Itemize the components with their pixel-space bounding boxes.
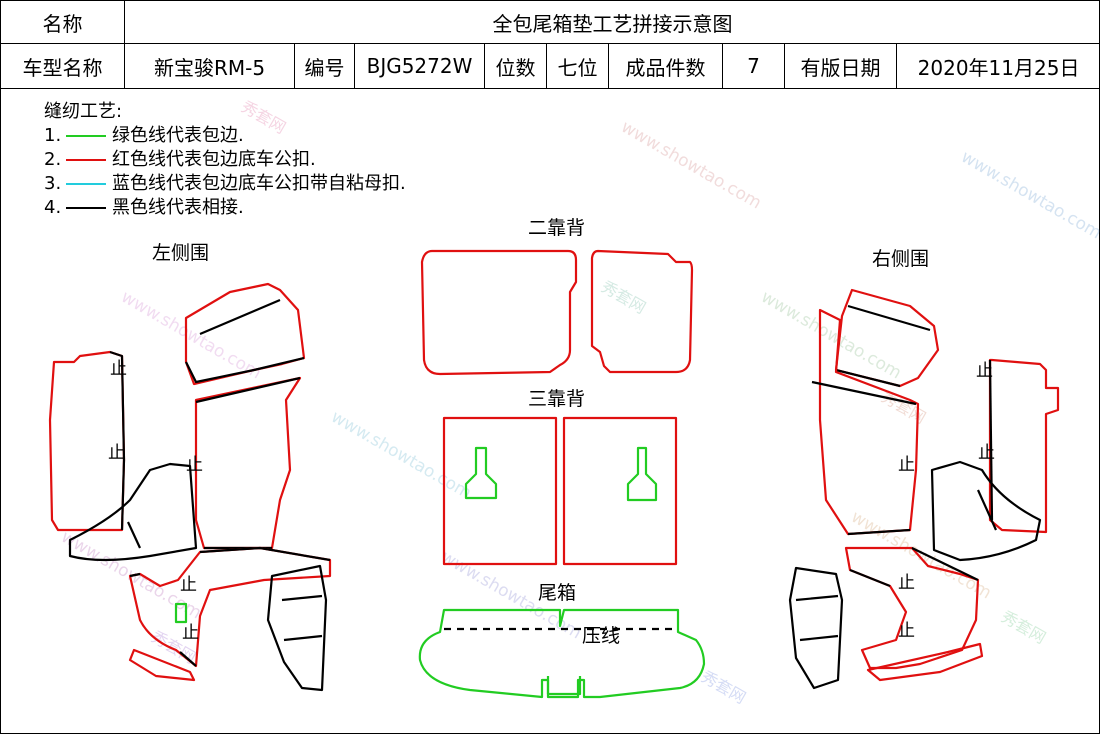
legend-item-red: 2. 红色线代表包边底车公扣. <box>44 149 316 170</box>
right-side-piece-back <box>988 358 1060 534</box>
watermark-url: www.showtao.com <box>958 147 1100 244</box>
watermark-brand: 秀套网 <box>998 607 1049 647</box>
seats-label: 位数 <box>484 43 547 89</box>
third-backrest-right-slot <box>626 446 658 502</box>
watermark-url: www.showtao.com <box>118 287 265 384</box>
watermark-brand: 秀套网 <box>878 387 929 427</box>
right-side-piece-fender <box>788 566 844 690</box>
left-side-piece-arch <box>68 462 198 562</box>
stop-mark: 止 <box>898 455 915 475</box>
green-line-swatch <box>66 135 106 137</box>
red-line-swatch <box>66 159 106 161</box>
watermark-brand: 秀套网 <box>598 277 649 317</box>
legend-item-black: 4. 黑色线代表相接. <box>44 197 244 218</box>
black-line-swatch <box>66 207 106 209</box>
right-side-piece-strip <box>866 642 984 682</box>
left-side-piece-mid <box>194 376 302 550</box>
left-side-piece-strip <box>128 648 196 682</box>
document-title: 全包尾箱垫工艺拼接示意图 <box>123 0 1100 44</box>
legend-item-blue: 3. 蓝色线代表包边底车公扣带自粘母扣. <box>44 173 406 194</box>
stop-mark: 止 <box>180 575 197 595</box>
count-value: 7 <box>722 43 785 89</box>
trunk-label: 尾箱 <box>538 582 577 604</box>
watermark: www.showtao.com www.showtao.com www.show… <box>58 97 1100 707</box>
left-side-pieces <box>48 282 332 692</box>
watermark-brand: 秀套网 <box>238 97 289 137</box>
left-side-piece-fender <box>266 564 328 692</box>
left-side-label: 左侧围 <box>152 242 210 264</box>
second-backrest-left-panel <box>420 249 578 376</box>
right-side-piece-lower <box>844 546 980 670</box>
code-value: BJG5272W <box>354 43 485 89</box>
model-label: 车型名称 <box>0 43 125 89</box>
right-side-piece-mid <box>818 308 920 536</box>
count-label: 成品件数 <box>608 43 723 89</box>
left-side-green-slot <box>174 602 188 624</box>
legend-item-green: 1. 绿色线代表包边. <box>44 125 244 146</box>
stop-marks: 止 止 止 止 止 止 止 止 止 止 <box>108 359 995 643</box>
seats-value: 七位 <box>546 43 609 89</box>
trunk-inner-tab <box>546 676 582 696</box>
third-backrest-right-panel <box>562 416 678 566</box>
watermark-url: www.showtao.com <box>758 287 905 384</box>
press-line-label: 压线 <box>580 621 623 648</box>
right-side-piece-arch <box>930 460 1042 562</box>
watermark-brand: 秀套网 <box>698 667 749 707</box>
date-value: 2020年11月25日 <box>895 43 1100 89</box>
model-value: 新宝骏RM-5 <box>124 43 295 89</box>
right-side-label: 右侧围 <box>872 248 930 270</box>
watermark-url: www.showtao.com <box>328 407 475 504</box>
third-backrest-left-panel <box>442 416 558 566</box>
stop-mark: 止 <box>108 443 125 463</box>
stop-mark: 止 <box>898 573 915 593</box>
third-backrest-label: 三靠背 <box>528 388 586 410</box>
sewing-legend: 缝纫工艺: 1. 绿色线代表包边. 2. 红色线代表包边底车公扣. 3. 蓝色线… <box>44 100 406 220</box>
watermark-url: www.showtao.com <box>618 117 765 214</box>
stop-mark: 止 <box>186 455 203 475</box>
blue-line-swatch <box>66 183 106 185</box>
trunk-mat-outline <box>418 608 706 699</box>
stop-mark: 止 <box>976 361 993 381</box>
second-backrest-label: 二靠背 <box>528 217 586 239</box>
code-label: 编号 <box>294 43 355 89</box>
stop-mark: 止 <box>978 443 995 463</box>
right-side-pieces <box>788 288 1060 690</box>
date-label: 有版日期 <box>784 43 897 89</box>
stop-mark: 止 <box>898 621 915 641</box>
stop-mark: 止 <box>110 359 127 379</box>
third-backrest-left-slot <box>464 446 498 500</box>
title-block: 名称 全包尾箱垫工艺拼接示意图 车型名称 新宝骏RM-5 编号 BJG5272W… <box>0 0 1100 89</box>
legend-title: 缝纫工艺: <box>44 101 123 122</box>
second-backrest-right-panel <box>590 249 694 374</box>
watermark-url: www.showtao.com <box>848 507 995 604</box>
stop-mark: 止 <box>182 623 199 643</box>
